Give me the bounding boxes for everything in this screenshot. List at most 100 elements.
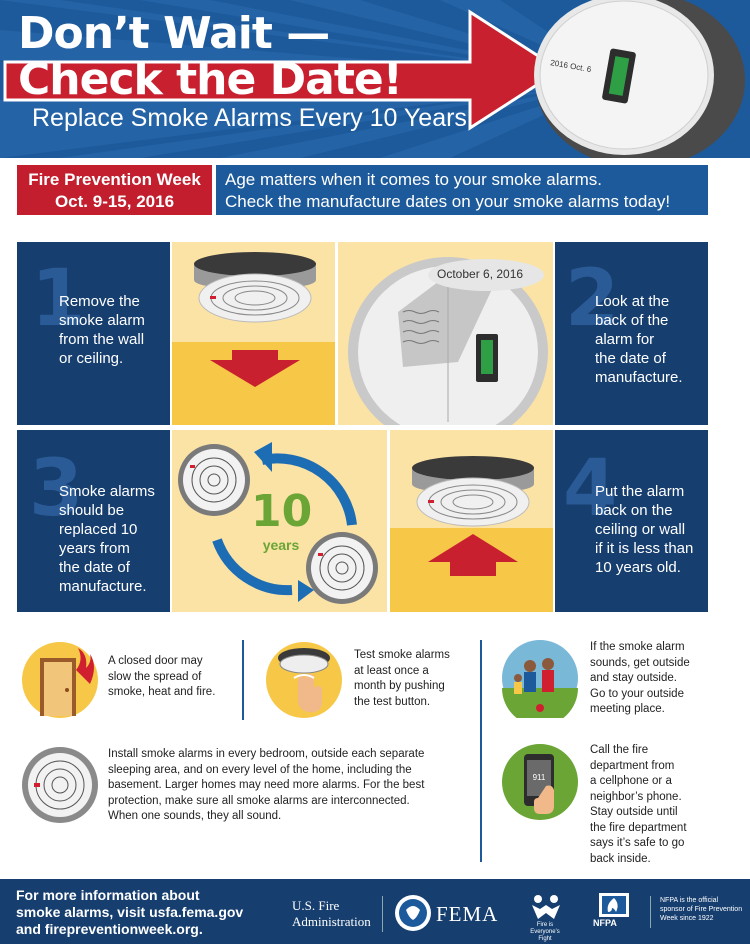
tip-get-outside: If the smoke alarm sounds, get outside a…	[590, 640, 690, 718]
nfpa-logo-icon	[599, 893, 629, 917]
step-1-panel: 1 Remove the smoke alarm from the wall o…	[17, 242, 170, 425]
usfa-logo-text: U.S. Fire Administration	[292, 898, 371, 930]
title-line-1: Don’t Wait —	[18, 8, 330, 59]
tip-line: a cellphone or a	[590, 775, 672, 787]
tip-line: basement. Larger homes may need more ala…	[108, 779, 425, 791]
step-1-line: from the wall	[59, 331, 145, 348]
tip-closed-door: A closed door may slow the spread of smo…	[108, 654, 215, 701]
tip-line: Go to your outside	[590, 687, 684, 700]
step-4-line: if it is less than	[595, 540, 694, 557]
tip-line: Install smoke alarms in every bedroom, o…	[108, 748, 425, 760]
smoke-alarm-icon	[22, 747, 98, 823]
smoke-alarm-icon	[178, 444, 250, 516]
footer-info-line: For more information about	[16, 887, 200, 903]
usfa-line: Administration	[292, 914, 371, 929]
fie-line: Fight	[538, 936, 552, 942]
fire-is-everyones-fight-logo-icon	[532, 895, 560, 919]
nfpa-note-line: Week since 1922	[660, 915, 714, 922]
smoke-alarm-icon	[412, 456, 534, 527]
smoke-alarm-icon	[194, 252, 316, 323]
fie-logo-text: Fire is Everyone’s Fight	[521, 922, 569, 943]
tip-line: neighbor’s phone.	[590, 790, 682, 803]
sunburst-background	[0, 0, 620, 158]
tip-test-alarm: Test smoke alarms at least once a month …	[354, 648, 450, 710]
cellphone-icon: 911	[502, 744, 578, 820]
step-3-line: replaced 10	[59, 521, 138, 538]
fie-line: Fire is	[536, 922, 554, 928]
tip-line: Call the fire	[590, 744, 649, 756]
tip-line: meeting place.	[590, 703, 665, 715]
step-3-line: years from	[59, 540, 130, 557]
footer-info-line: smoke alarms, visit usfa.fema.gov	[16, 904, 244, 920]
down-arrow	[210, 350, 300, 387]
phone-screen-text: 911	[533, 773, 546, 782]
step-3-text: Smoke alarms should be replaced 10 years…	[59, 482, 155, 596]
fema-logo-text: FEMA	[436, 902, 499, 926]
step-2-line: manufacture.	[595, 369, 683, 386]
tip-line: department from	[590, 759, 675, 772]
smoke-alarm-back-icon: 2016 Oct. 6	[534, 0, 745, 158]
step-4-panel: 4 Put the alarm back on the ceiling or w…	[555, 430, 708, 612]
tip-line: says it’s safe to go	[590, 837, 685, 849]
step-4-line: Put the alarm	[595, 483, 685, 500]
footer-divider	[650, 896, 651, 928]
tip-line: smoke, heat and fire.	[108, 686, 216, 698]
tip-install-alarms: Install smoke alarms in every bedroom, o…	[108, 747, 424, 825]
step-4-number: 4	[563, 444, 618, 534]
nfpa-note-line: NFPA is the official	[660, 897, 719, 904]
tip-divider	[480, 640, 482, 862]
age-line-2: Check the manufacture dates on your smok…	[225, 192, 671, 211]
tip-divider	[242, 640, 244, 720]
step-2-panel: 2 Look at the back of the alarm for the …	[555, 242, 708, 425]
tip-line: at least once a	[354, 664, 429, 677]
step-4-line: ceiling or wall	[595, 521, 686, 538]
step-4-text: Put the alarm back on the ceiling or wal…	[595, 482, 693, 577]
step-3-line: should be	[59, 502, 125, 519]
header-banner: Don’t Wait — Check the Date! Replace Smo…	[0, 0, 750, 158]
tip-line: When one sounds, they all sound.	[108, 810, 282, 822]
nfpa-note-line: sponsor of Fire Prevention	[660, 906, 743, 913]
step-2-illustration	[348, 257, 548, 425]
smoke-alarm-icon	[306, 532, 378, 604]
tip-line: the test button.	[354, 695, 431, 708]
step-4-line: 10 years old.	[595, 559, 681, 576]
tip-line: slow the spread of	[108, 670, 202, 683]
tip-line: If the smoke alarm	[590, 641, 685, 653]
date-magnifier	[428, 259, 544, 291]
tip-line: month by pushing	[354, 680, 445, 692]
step-3-number: 3	[29, 444, 84, 534]
red-arrow	[3, 9, 563, 131]
dhs-seal-icon	[395, 895, 431, 931]
age-line-1: Age matters when it comes to your smoke …	[225, 170, 602, 189]
cycle-number: 10	[251, 486, 313, 537]
step-4-line: back on the	[595, 502, 673, 519]
step-1-text: Remove the smoke alarm from the wall or …	[59, 292, 145, 368]
step-4-illustration	[412, 456, 534, 576]
tip-line: the fire department	[590, 821, 687, 834]
tip-line: and stay outside.	[590, 672, 677, 684]
cycle-unit: years	[262, 537, 300, 553]
up-arrow	[428, 534, 518, 576]
age-matters-box: Age matters when it comes to your smoke …	[216, 165, 708, 215]
footer-divider	[382, 896, 383, 932]
closed-door-icon	[22, 642, 98, 718]
tip-line: sleeping area, and on every level of the…	[108, 763, 412, 776]
step-3-illustration	[178, 442, 378, 604]
tip-line: protection, make sure all smoke alarms a…	[108, 794, 410, 807]
tip-line: Stay outside until	[590, 806, 678, 818]
test-button-icon	[266, 642, 342, 718]
step-2-line: back of the	[595, 312, 669, 329]
nfpa-label: NFPA	[593, 918, 617, 928]
usfa-line: U.S. Fire	[292, 898, 340, 913]
step-2-line: Look at the	[595, 293, 670, 310]
step-3-line: the date of	[59, 559, 130, 576]
title-line-2: Check the Date!	[18, 54, 403, 105]
footer-info-line: and firepreventionweek.org.	[16, 921, 203, 937]
subtitle: Replace Smoke Alarms Every 10 Years	[32, 104, 467, 132]
fie-line: Everyone’s	[530, 929, 560, 935]
more-info-text: For more information about smoke alarms,…	[16, 887, 243, 938]
fpw-title: Fire Prevention Week	[28, 170, 201, 189]
step-2-text: Look at the back of the alarm for the da…	[595, 292, 683, 387]
alarm-back-icon	[348, 257, 548, 425]
fpw-dates: Oct. 9-15, 2016	[54, 192, 175, 211]
